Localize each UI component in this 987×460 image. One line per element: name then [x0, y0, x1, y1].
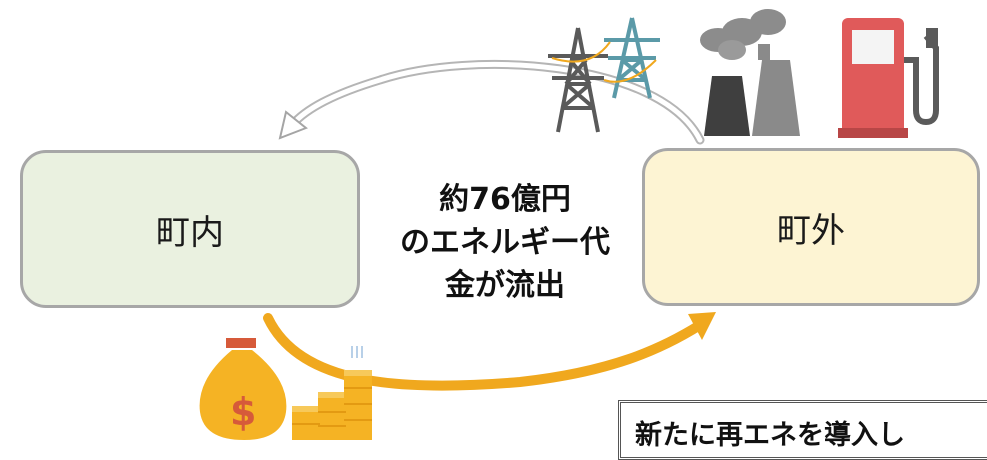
- coin-stacks-icon: [292, 346, 372, 440]
- inside-town-box: 町内: [20, 150, 360, 308]
- outside-town-box: 町外: [642, 148, 980, 306]
- power-plant-icon: [700, 9, 800, 136]
- outflow-description: 約76億円 のエネルギー代 金が流出: [385, 178, 625, 307]
- callout-text: 新たに再エネを導入し: [635, 420, 905, 451]
- outflow-line-2: のエネルギー代: [400, 225, 610, 260]
- money-bag-icon: $: [199, 338, 287, 440]
- outside-town-label: 町外: [777, 210, 845, 251]
- outflow-line-1: 約76億円: [439, 182, 571, 217]
- renewable-callout-box: 新たに再エネを導入し: [618, 400, 987, 460]
- fuel-pump-icon: [838, 18, 939, 138]
- power-tower-icon: [604, 17, 660, 99]
- power-line: [551, 41, 657, 83]
- money-flow-arrow: [263, 312, 716, 391]
- inside-town-label: 町内: [156, 212, 224, 253]
- svg-text:$: $: [230, 390, 256, 434]
- power-tower-icon: [548, 27, 608, 133]
- diagram-canvas: $: [199, 9, 939, 440]
- outflow-line-3: 金が流出: [445, 268, 565, 303]
